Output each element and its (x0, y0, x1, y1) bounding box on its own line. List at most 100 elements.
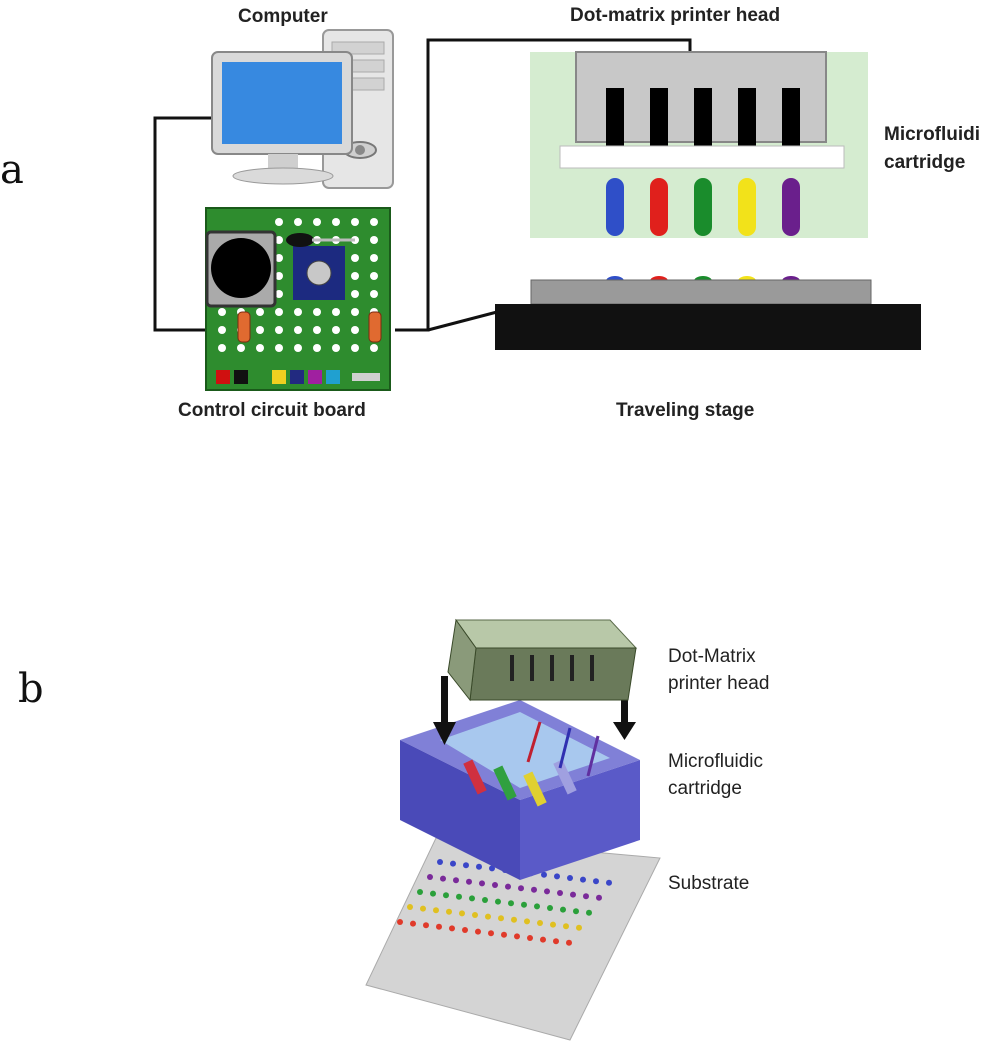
board-hole (294, 218, 302, 226)
board-hole (313, 308, 321, 316)
board-hole (275, 236, 283, 244)
substrate-spot (443, 892, 449, 899)
substrate-spot (476, 863, 482, 870)
printer-head-3d (447, 618, 638, 702)
control-circuit-board (205, 207, 391, 391)
board-hole (313, 218, 321, 226)
substrate-spot (518, 885, 524, 892)
board-hole (351, 308, 359, 316)
board-hole (218, 344, 226, 352)
board-hole (275, 272, 283, 280)
substrate-spot (459, 910, 465, 917)
board-hole (370, 236, 378, 244)
board-hole (370, 272, 378, 280)
substrate-spot (511, 916, 517, 923)
board-hole (218, 308, 226, 316)
board-hole (351, 344, 359, 352)
substrate-spot (521, 901, 527, 908)
ink-pins (606, 178, 800, 236)
ink-pin (650, 178, 668, 236)
substrate-spot (541, 871, 547, 878)
substrate-spot (466, 878, 472, 885)
substrate-spot (492, 882, 498, 888)
substrate-spot (508, 900, 514, 907)
substrate-spot (576, 924, 582, 931)
substrate-spot (433, 907, 439, 914)
cartridge-3d-label-line1: Microfluidic (668, 751, 763, 772)
substrate-spot (531, 886, 537, 893)
board-hole (275, 326, 283, 334)
head-label-line1: Dot-Matrix (668, 646, 756, 667)
substrate-label: Substrate (668, 873, 749, 894)
substrate-spot (453, 877, 459, 884)
stage-label: Traveling stage (616, 400, 754, 421)
substrate-spot (563, 923, 569, 930)
substrate-spot (514, 933, 520, 940)
substrate-spot (456, 893, 462, 900)
substrate-spot (472, 912, 478, 918)
board-hole (332, 326, 340, 334)
computer-label: Computer (238, 6, 328, 27)
substrate-spot (475, 928, 481, 935)
substrate-spot (469, 895, 475, 902)
substrate-spot (482, 897, 488, 903)
board-hole (294, 344, 302, 352)
board-hole (332, 344, 340, 352)
dot-matrix-printer-head (559, 51, 845, 169)
board-hole (370, 344, 378, 352)
board-hole (332, 218, 340, 226)
substrate-spot (427, 874, 433, 880)
printer-head-label: Dot-matrix printer head (570, 5, 780, 26)
head-label-line2: printer head (668, 673, 769, 694)
board-hole (313, 344, 321, 352)
substrate-spot (463, 862, 469, 869)
board-hole (218, 326, 226, 334)
substrate-spot (580, 876, 586, 883)
substrate-spot (550, 921, 556, 928)
substrate-spot (544, 888, 550, 895)
ink-pin (694, 178, 712, 236)
substrate-spot (397, 919, 403, 925)
substrate-spot (554, 873, 560, 880)
board-label: Control circuit board (178, 400, 366, 421)
substrate-spot (573, 908, 579, 915)
board-hole (351, 326, 359, 334)
board-hole (275, 344, 283, 352)
board-hole (275, 308, 283, 316)
substrate-spot (488, 930, 494, 937)
substrate-spot (436, 923, 442, 930)
substrate-spot-array (397, 859, 612, 946)
substrate-spot (583, 893, 589, 900)
substrate-spot (489, 865, 495, 872)
substrate-spot (417, 889, 423, 895)
microfluidic-cartridge-3d (400, 700, 640, 880)
board-hole (313, 326, 321, 334)
substrate-spot (557, 890, 563, 896)
substrate-spot (407, 904, 413, 910)
substrate-spot (567, 875, 573, 881)
substrate-spot (566, 939, 572, 946)
substrate-spot (586, 909, 592, 916)
substrate-spot (450, 860, 456, 867)
substrate-spot (540, 936, 546, 943)
board-hole (256, 344, 264, 352)
ink-pin (738, 178, 756, 236)
board-hole (256, 308, 264, 316)
cartridge-label-line2: cartridge (884, 152, 965, 173)
board-hole (275, 290, 283, 298)
substrate-spot (596, 894, 602, 901)
substrate-spot (570, 891, 576, 898)
board-hole (237, 344, 245, 352)
substrate-spot (524, 918, 530, 925)
board-hole (370, 218, 378, 226)
substrate-spot (440, 875, 446, 882)
substrate-spot (495, 898, 501, 905)
board-hole (351, 290, 359, 298)
substrate-spot (534, 903, 540, 910)
substrate-spot (485, 913, 491, 920)
substrate-spot (430, 890, 436, 897)
cartridge-3d-label-line2: cartridge (668, 778, 742, 799)
cartridge-label-line1: Microfluidi (884, 124, 980, 145)
board-hole (294, 326, 302, 334)
